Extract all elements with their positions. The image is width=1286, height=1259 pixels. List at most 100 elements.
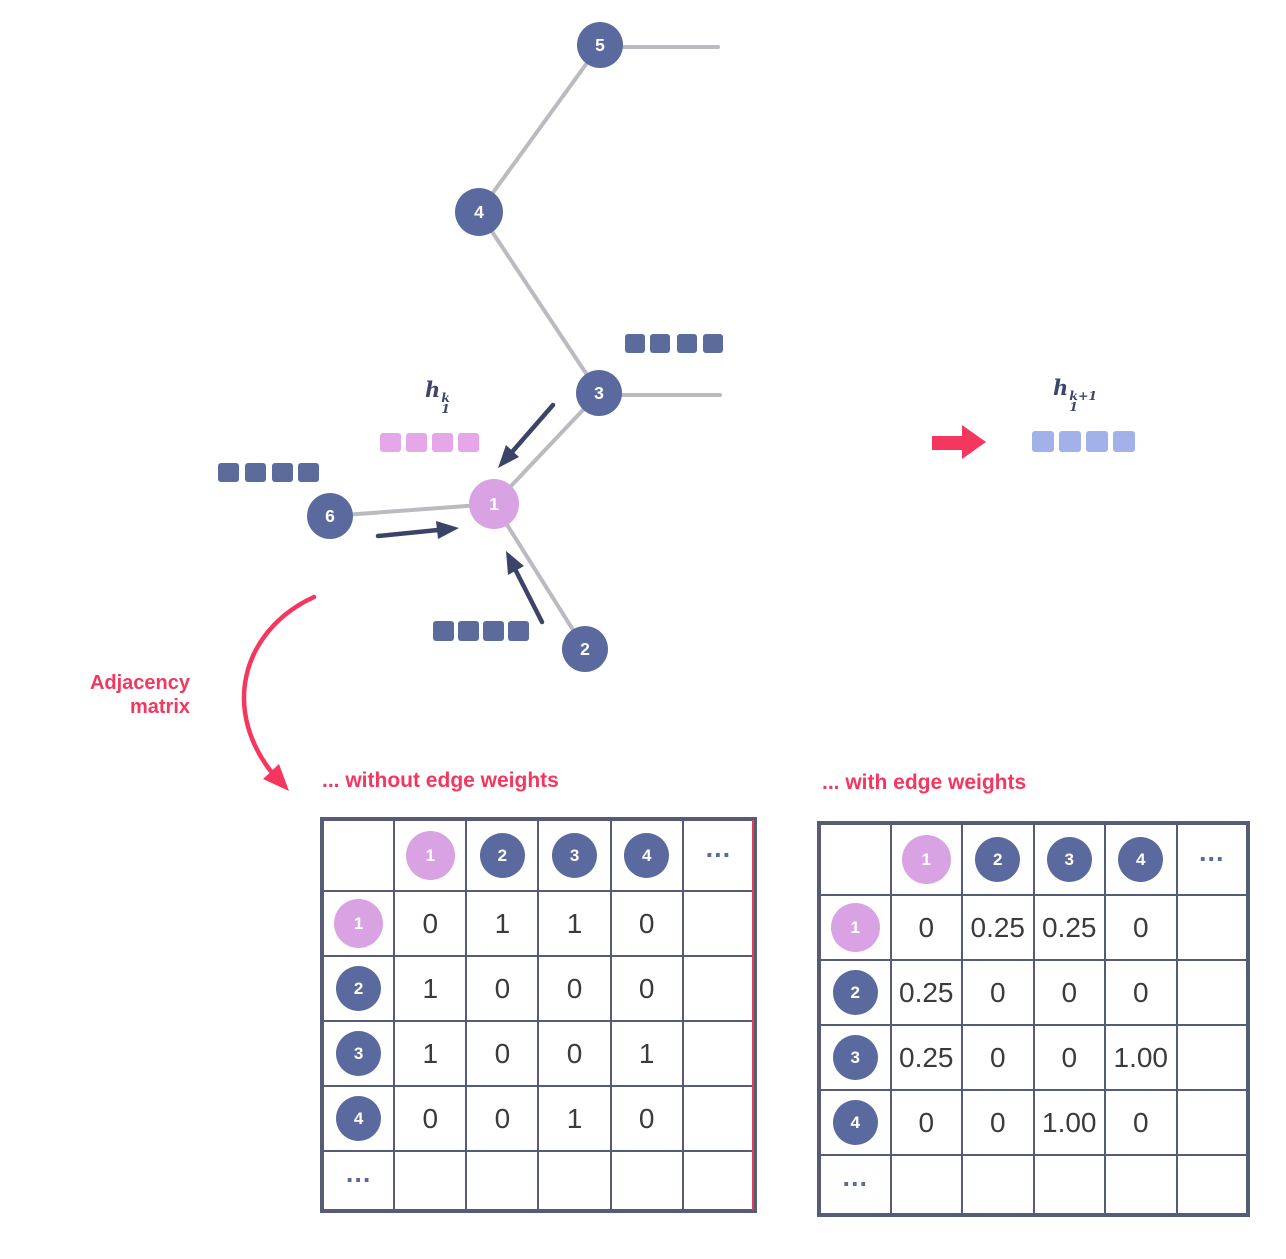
node-chip-4: 4 [624,833,670,878]
matrix-cell: 0 [609,890,684,957]
graph-edges [328,43,722,651]
feature-square [1113,431,1135,452]
node-4: 4 [455,188,503,236]
chip-label: 3 [569,845,580,865]
matrix-without-weights: 1 2 3 4 ... 1 0 1 1 0 2 1 0 0 0 [320,817,757,1213]
arrow-head-icon [498,445,519,468]
chip-label: 4 [641,845,652,865]
feature-square [508,621,529,641]
matrix-cell [609,1150,684,1212]
node-circle [577,22,623,68]
matrix-cell: 0 [1104,894,1178,961]
node-chip-2: 2 [479,833,525,878]
node-circle [469,479,519,529]
chip-label: 2 [850,982,860,1002]
message-arrow-6-to-1 [375,521,459,539]
edge-4-3 [477,210,601,395]
matrix-cell: 0 [393,890,468,957]
feature-square [483,621,504,641]
h-base: h [1053,375,1069,400]
feature-square [406,433,427,452]
h-sup: k+1 [1069,388,1098,403]
message-arrow-3-to-1 [498,402,556,468]
row-header-cell: 2 [818,959,892,1026]
matrix-cell [1175,1154,1249,1216]
arrow-shaft [509,402,556,455]
feature-square [272,463,293,482]
node-chip-3: 3 [832,1035,878,1080]
adjacency-table-without: 1 2 3 4 ... 1 0 1 1 0 2 1 0 0 0 [320,817,757,1213]
node-chip-4: 4 [832,1100,878,1145]
node-chip-2: 2 [336,966,382,1011]
corner-cell [320,818,396,892]
ellipsis: ... [705,833,732,863]
col-header-cell: 1 [889,822,963,896]
row-header-cell: 1 [320,890,396,957]
edge-5-4 [477,43,602,214]
matrix-cell: 0 [961,1024,1035,1091]
feature-square [1059,431,1081,452]
matrix-cell: 0.25 [889,1024,963,1091]
node-circle [576,370,622,416]
col-header-cell: 4 [609,818,684,892]
matrix-cell: 0 [1032,1024,1106,1091]
node-chip-1: 1 [405,831,455,880]
graph-illustration: 5 4 3 1 6 2 [218,22,1135,791]
col-header-cell: 3 [1032,822,1106,896]
chip-label: 1 [850,917,860,937]
table-title-without-weights: ... without edge weights [322,769,559,792]
matrix-cell: 1.00 [1104,1024,1178,1091]
row-header-cell: 1 [818,894,892,961]
adjacency-matrix-label: Adjacency matrix [58,671,190,719]
chip-label: 4 [353,1108,364,1128]
matrix-cell: 1.00 [1032,1089,1106,1156]
h-base: h [425,377,441,402]
node-chip-4: 4 [1118,837,1164,882]
h-sup: k [441,390,450,405]
node-chip-3: 3 [1046,837,1092,882]
matrix-cell: 0 [537,955,612,1022]
matrix-cell: 0.25 [1032,894,1106,961]
feature-square [218,463,239,482]
chip-label: 3 [850,1047,860,1067]
col-header-cell: 2 [961,822,1035,896]
node-chip-1: 1 [334,899,384,948]
chip-label: 4 [850,1112,860,1132]
adjacency-table-with: 1 2 3 4 ... 1 0 0.25 0.25 0 2 0.25 0 0 0 [817,821,1250,1217]
chip-label: 3 [1064,849,1074,869]
message-arrows [375,402,556,625]
matrix-cell [537,1150,612,1212]
feature-square [458,621,479,641]
row-header-cell: 4 [320,1085,396,1152]
matrix-cell [681,1085,757,1152]
chip-label: 2 [497,845,508,865]
col-header-cell: 3 [537,818,612,892]
arrow-shaft [375,527,441,539]
row-header-cell: 4 [818,1089,892,1156]
chip-label: 4 [1136,849,1146,869]
matrix-cell: 0 [609,1085,684,1152]
node-chip-3: 3 [336,1031,382,1076]
node-chip-2: 2 [975,837,1021,882]
matrix-cell [681,1150,757,1212]
chip-label: 2 [353,978,364,998]
matrix-cell: 0.25 [889,959,963,1026]
matrix-cell: 1 [537,890,612,957]
node-2: 2 [562,626,608,672]
col-header-cell: ... [681,818,757,892]
col-header-cell: 2 [465,818,540,892]
adjacency-label-line1: Adjacency [89,672,190,694]
row-header-cell: 2 [320,955,396,1022]
matrix-cell: 0 [1104,1089,1178,1156]
matrix-cell: 0 [465,1020,540,1087]
feature-square [1086,431,1108,452]
red-edge-accent [752,820,754,1210]
matrix-cell [465,1150,540,1212]
matrix-cell: 0 [537,1020,612,1087]
matrix-cell: 0 [609,955,684,1022]
feature-square [650,334,670,353]
feature-square [1032,431,1054,452]
